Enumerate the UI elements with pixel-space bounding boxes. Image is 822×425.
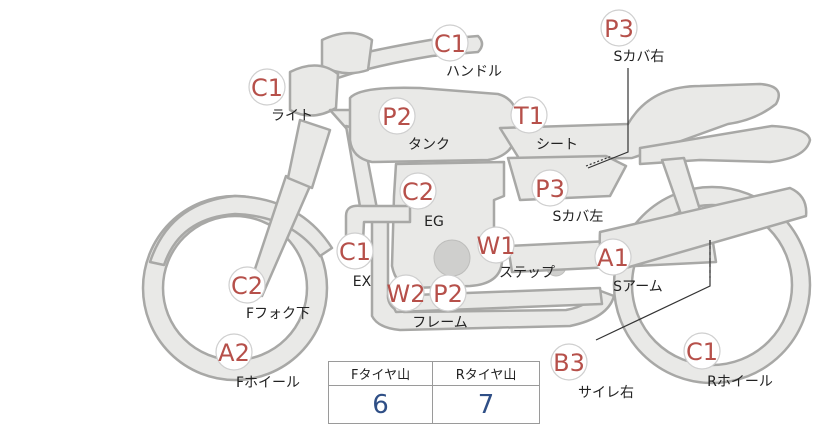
badge-code: A1 <box>597 244 629 272</box>
side-cover-right-leader <box>587 68 629 169</box>
badge-code: C1 <box>434 30 466 58</box>
badge-seat[interactable]: T1 シート <box>510 96 578 153</box>
badge-light[interactable]: C1 ライト <box>248 68 313 124</box>
badge-code: C1 <box>686 338 718 366</box>
badge-exhaust[interactable]: C1 EX <box>336 232 374 290</box>
badge-side-cover-right[interactable]: P3 Sカバ右 <box>600 9 665 65</box>
badge-label: フレーム <box>412 315 468 331</box>
tire-tread-value-row: 6 7 <box>327 385 540 424</box>
badge-code: B3 <box>553 349 585 377</box>
badge-tank[interactable]: P2 タンク <box>378 97 450 153</box>
badge-label: Sアーム <box>613 279 663 295</box>
badge-frame-w[interactable]: W2 <box>387 274 426 312</box>
badge-label: Fホイール <box>236 375 300 391</box>
badge-code: C2 <box>402 178 434 206</box>
badge-swing-arm[interactable]: A1 Sアーム <box>594 238 663 295</box>
badge-code: C1 <box>251 74 283 102</box>
badge-front-wheel[interactable]: A2 Fホイール <box>215 333 300 391</box>
badge-label: Rホイール <box>707 374 773 390</box>
front-tire-value[interactable]: 6 <box>327 385 434 424</box>
badge-code: W2 <box>387 280 426 308</box>
badge-engine[interactable]: C2 EG <box>399 172 444 230</box>
engine-cover-drawing <box>433 239 471 277</box>
rear-tire-value[interactable]: 7 <box>432 385 540 424</box>
badge-label: ライト <box>271 108 313 124</box>
badge-label: Sカバ左 <box>553 209 604 225</box>
side-cover-right-leader-dash <box>585 155 613 167</box>
badge-handle[interactable]: C1 ハンドル <box>431 24 502 80</box>
headlight-body-drawing <box>288 64 340 117</box>
motorcycle-illustration <box>141 31 812 385</box>
rear-tire-header: Rタイヤ山 <box>432 361 540 386</box>
silencer-right-leader <box>595 240 711 341</box>
badge-label: ステップ <box>499 265 555 281</box>
badge-code: P2 <box>382 103 412 131</box>
badge-code: A2 <box>218 339 250 367</box>
badge-code: W1 <box>477 232 516 260</box>
part-badges: C1 ハンドル C1 ライト P2 タンク T1 シート P3 Sカバ右 P3 … <box>215 9 773 401</box>
badge-label: ハンドル <box>446 64 502 80</box>
headlight-drawing <box>320 31 374 75</box>
badge-frame[interactable]: P2 フレーム <box>412 274 468 331</box>
tire-tread-header-row: Fタイヤ山 Rタイヤ山 <box>327 361 540 386</box>
badge-rear-wheel[interactable]: C1 Rホイール <box>683 332 773 390</box>
badge-code: P2 <box>433 280 463 308</box>
badge-code: T1 <box>513 102 544 130</box>
tire-tread-table: Fタイヤ山 Rタイヤ山 6 7 <box>327 361 540 424</box>
front-tire-header: Fタイヤ山 <box>327 361 434 386</box>
seat-drawing <box>498 82 780 162</box>
badge-side-cover-left[interactable]: P3 Sカバ左 <box>531 169 604 225</box>
badge-label: Sカバ右 <box>614 49 665 65</box>
badge-front-fork-lower[interactable]: C2 Fフォク下 <box>228 266 310 322</box>
badge-code: P3 <box>535 175 565 203</box>
badge-label: サイレ右 <box>578 385 634 401</box>
badge-code: P3 <box>604 15 634 43</box>
badge-code: C2 <box>231 272 263 300</box>
badge-label: EX <box>353 274 372 290</box>
tail-cowl-drawing <box>638 124 812 166</box>
badge-code: C1 <box>339 238 371 266</box>
badge-label: Fフォク下 <box>246 306 310 322</box>
badge-label: タンク <box>408 137 450 153</box>
badge-label: シート <box>536 137 578 153</box>
badge-step[interactable]: W1 ステップ <box>477 226 556 281</box>
badge-label: EG <box>424 214 444 230</box>
badge-silencer-right[interactable]: B3 サイレ右 <box>550 343 634 401</box>
front-fork-upper-drawing <box>286 118 332 190</box>
